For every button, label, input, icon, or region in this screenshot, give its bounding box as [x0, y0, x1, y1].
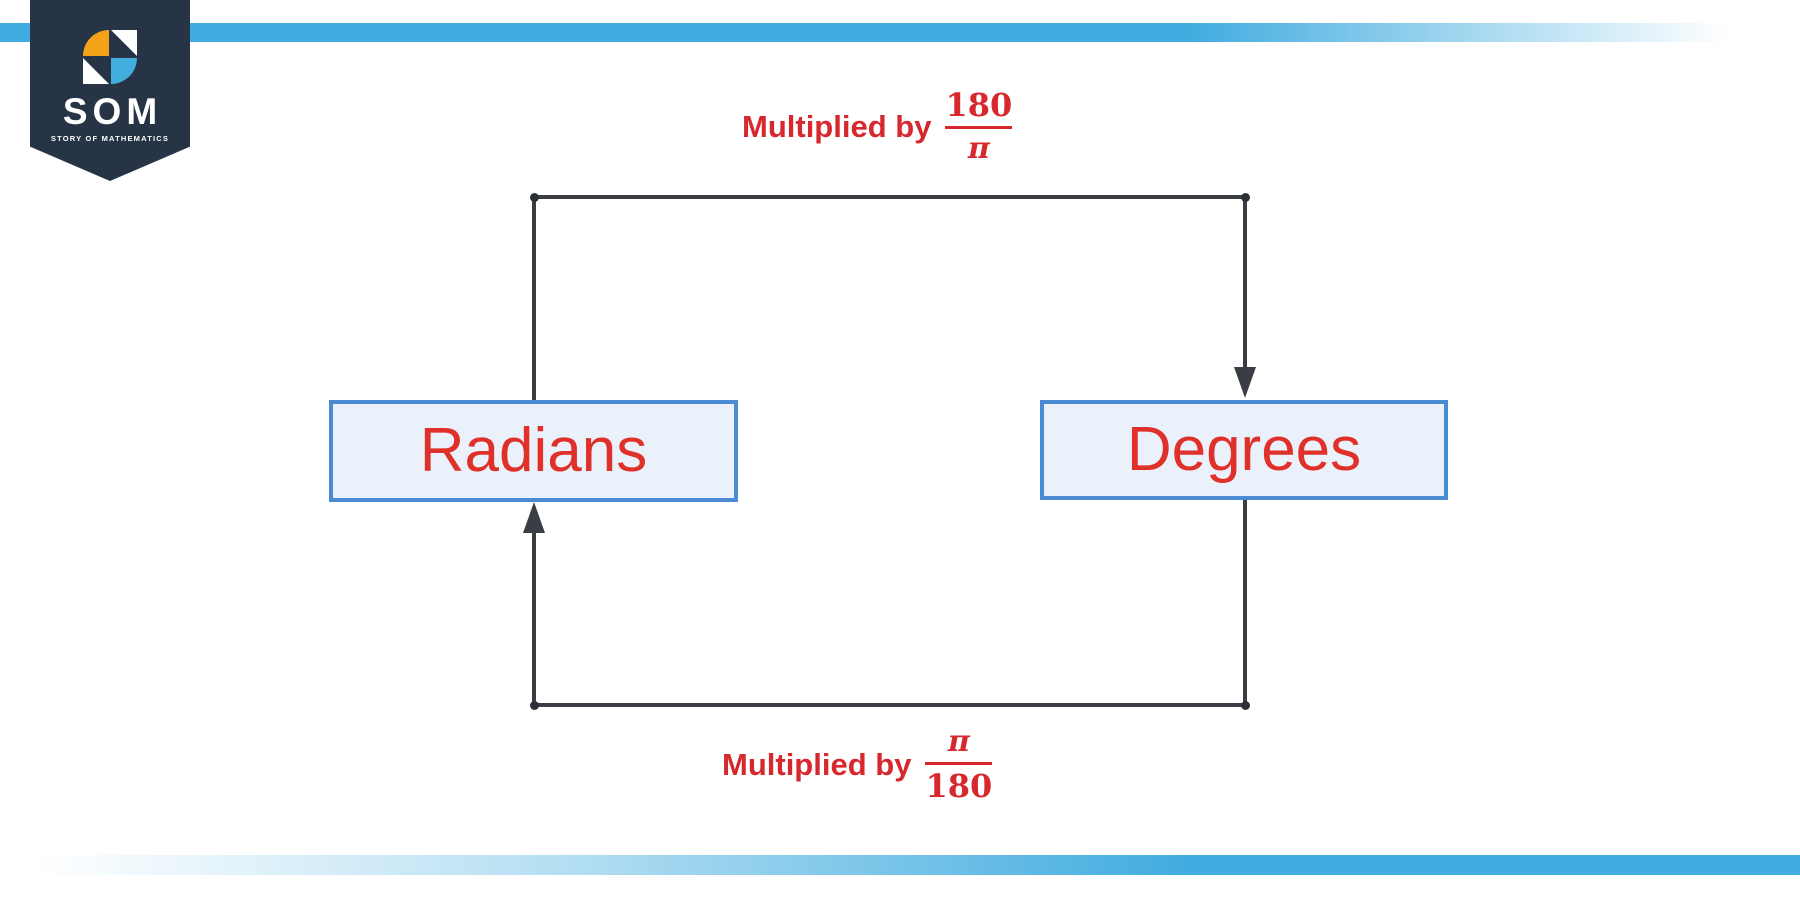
corner-dot-bottom-right [1241, 701, 1250, 710]
pinwheel-white-triangle-top [111, 30, 137, 56]
degrees-label: Degrees [1126, 415, 1362, 484]
radians-node-box: Radians [329, 400, 738, 502]
logo-acronym: SOM [62, 91, 163, 132]
top-edge-fraction-denominator: π [967, 131, 990, 167]
corner-dot-top-left [530, 193, 539, 202]
radians-label: Radians [419, 416, 648, 485]
connector-bottom-right-vertical [1243, 500, 1247, 707]
bottom-edge-fraction-bar [925, 762, 993, 765]
degrees-node-box: Degrees [1040, 400, 1448, 500]
top-edge-fraction-bar [945, 126, 1013, 130]
top-accent-bar [0, 23, 1800, 42]
connector-top-left-vertical [532, 197, 536, 402]
bottom-edge-fraction-denominator: 180 [925, 767, 993, 805]
connector-top-horizontal [532, 195, 1247, 199]
bottom-edge-label: Multiplied by π 180 [722, 724, 993, 805]
connector-bottom-left-vertical [532, 532, 536, 705]
corner-dot-top-right [1241, 193, 1250, 202]
pinwheel-orange-quarter [83, 30, 109, 56]
bottom-edge-fraction-numerator: π [947, 724, 970, 759]
top-edge-label: Multiplied by 180 π [742, 86, 1013, 167]
logo-tagline: STORY OF MATHEMATICS [50, 134, 170, 143]
pinwheel-icon [83, 30, 137, 84]
top-edge-fraction: 180 π [945, 86, 1013, 167]
bottom-edge-label-prefix: Multiplied by [722, 746, 912, 782]
pinwheel-white-triangle-bottom [83, 58, 109, 84]
top-edge-label-prefix: Multiplied by [742, 108, 932, 144]
top-edge-fraction-numerator: 180 [945, 86, 1013, 124]
som-logo-banner: SOM STORY OF MATHEMATICS [30, 0, 190, 181]
arrowhead-into-radians [523, 502, 545, 533]
connector-bottom-horizontal [532, 703, 1247, 707]
connector-top-right-vertical [1243, 195, 1247, 369]
corner-dot-bottom-left [530, 701, 539, 710]
bottom-edge-fraction: π 180 [925, 724, 993, 805]
pinwheel-blue-quarter [111, 58, 137, 84]
arrowhead-into-degrees [1234, 367, 1256, 398]
bottom-accent-bar [0, 855, 1800, 875]
